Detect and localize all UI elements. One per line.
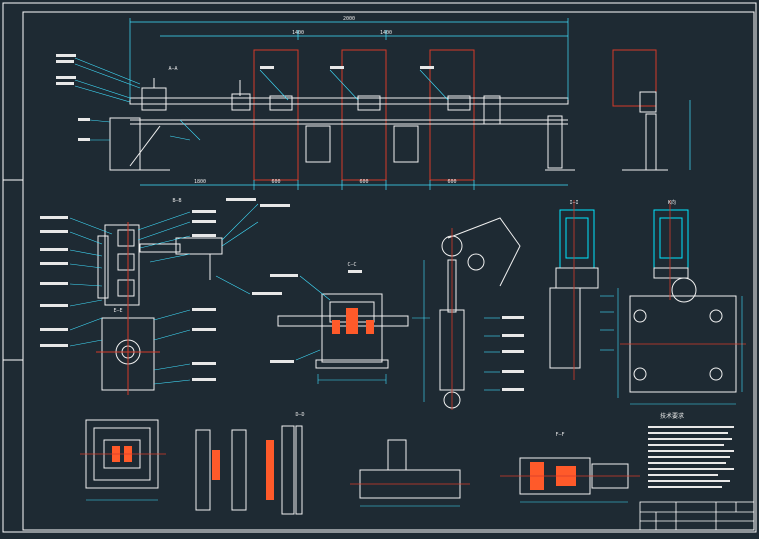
section-label-f: F—F bbox=[555, 432, 564, 438]
bottom-detail-views bbox=[80, 419, 640, 515]
section-label-d: D—D bbox=[295, 412, 304, 418]
top-assembly-elevation: 2000 1400 1400 1800 600 600 600 bbox=[56, 16, 691, 190]
left-detail-assembly bbox=[40, 198, 290, 395]
sheet-frame bbox=[2, 2, 757, 533]
section-labels: A—A B—B C—C D—D E—E F—F K向 I—I bbox=[113, 66, 676, 438]
pitch-dimension-2: 1400 bbox=[380, 30, 392, 36]
section-label-c: C—C bbox=[347, 262, 356, 268]
housing-width-2: 600 bbox=[359, 179, 368, 185]
housing-width-1: 600 bbox=[271, 179, 280, 185]
bearing-block-section bbox=[270, 270, 430, 384]
technical-notes: 技术要求 bbox=[648, 412, 734, 488]
base-dimension: 1800 bbox=[194, 179, 206, 185]
section-label-b: B—B bbox=[172, 198, 181, 204]
section-label-e: E—E bbox=[113, 308, 122, 314]
housing-width-3: 600 bbox=[447, 179, 456, 185]
notes-title: 技术要求 bbox=[660, 412, 684, 420]
vertical-cylinder bbox=[423, 217, 524, 410]
view-label-k: K向 bbox=[668, 199, 676, 206]
section-label-i: I—I bbox=[569, 200, 578, 206]
motor-side-view bbox=[549, 200, 746, 405]
title-block bbox=[639, 501, 755, 531]
overall-length-dimension: 2000 bbox=[343, 16, 355, 22]
section-label-a: A—A bbox=[168, 66, 177, 72]
pitch-dimension-1: 1400 bbox=[292, 30, 304, 36]
